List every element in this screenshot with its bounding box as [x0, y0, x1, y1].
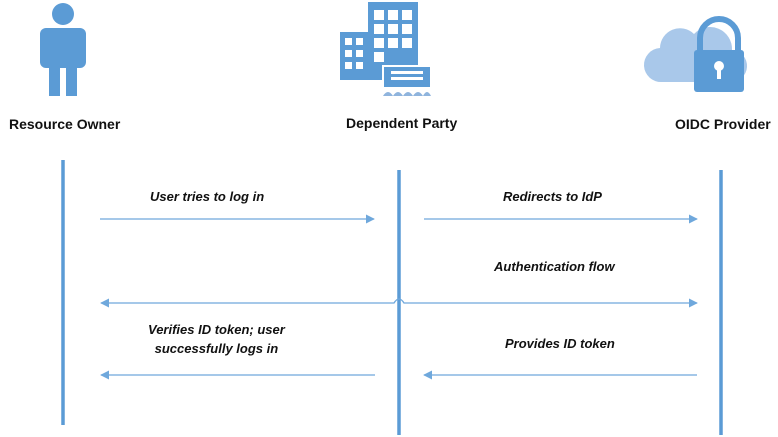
office-buildings-icon [340, 2, 432, 96]
cloud-lock-icon [643, 16, 748, 92]
message-verifies-id-token-line2: successfully logs in [154, 341, 279, 356]
actor-label-oidc-provider: OIDC Provider [675, 116, 771, 132]
actor-label-dependent-party: Dependent Party [346, 115, 458, 131]
message-user-tries-to-log-in: User tries to log in [150, 189, 265, 204]
message-provides-id-token: Provides ID token [505, 336, 615, 351]
person-icon [40, 3, 86, 96]
message-redirects-to-idp: Redirects to IdP [503, 189, 602, 204]
message-verifies-id-token-line1: Verifies ID token; user [148, 322, 285, 337]
message-verifies-id-token: Verifies ID token; user successfully log… [148, 320, 285, 358]
message-authentication-flow: Authentication flow [494, 259, 615, 274]
actor-label-resource-owner: Resource Owner [9, 116, 121, 132]
arrow-authentication-flow [100, 298, 698, 308]
